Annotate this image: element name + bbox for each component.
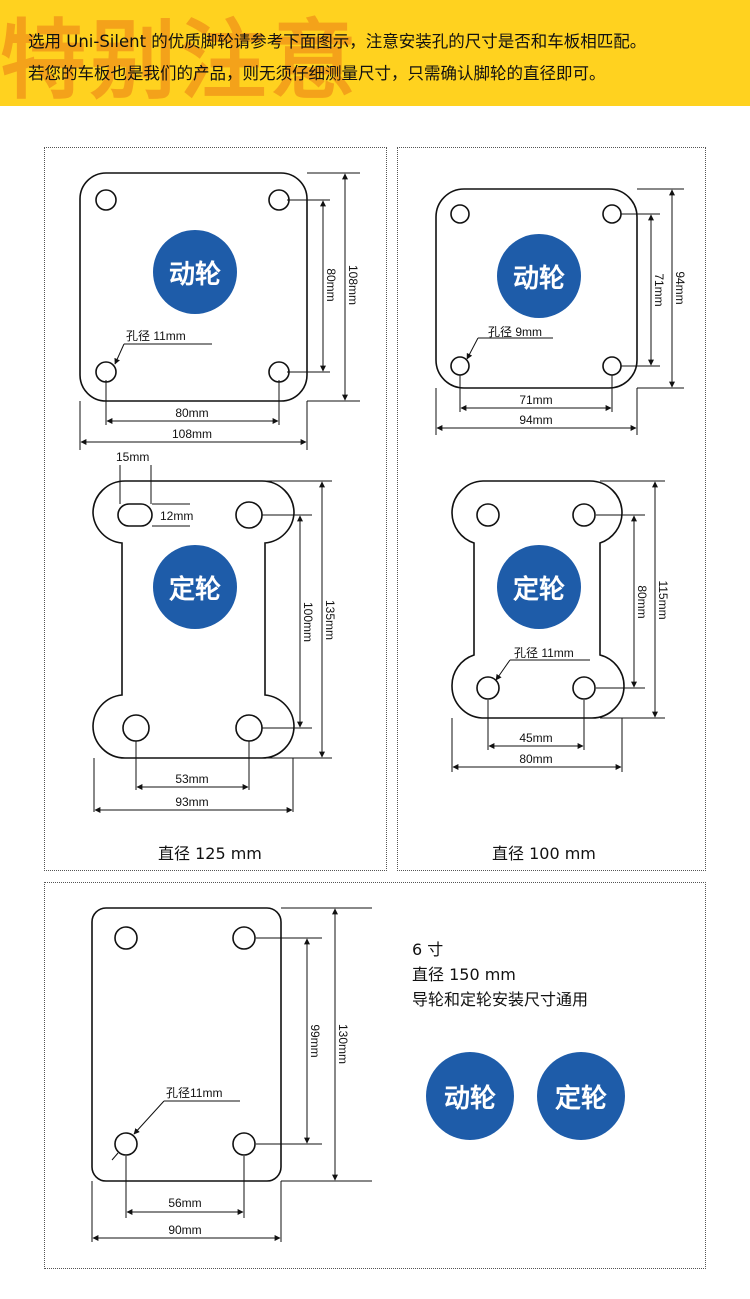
dim-label: 93mm (175, 795, 208, 809)
dim-label: 90mm (168, 1223, 201, 1237)
caption-100: 直径 100 mm (492, 844, 596, 863)
mount-hole (476, 503, 500, 527)
mount-hole (572, 503, 596, 527)
dim-label: 94mm (519, 413, 552, 427)
dim-label: 99mm (308, 1024, 322, 1057)
dim-label: 71mm (652, 273, 666, 306)
swivel-badge-125: 动轮 (153, 230, 237, 314)
dim-label: 15mm (116, 450, 149, 464)
fixed-badge-125: 定轮 (153, 545, 237, 629)
mount-hole (572, 676, 596, 700)
plate-150 (91, 907, 282, 1182)
hole-label: 孔径 9mm (488, 325, 542, 339)
dim-label: 53mm (175, 772, 208, 786)
dim-label: 80mm (324, 268, 338, 301)
slot-hole (117, 503, 153, 527)
header-banner: 特别注意 选用 Uni-Silent 的优质脚轮请参考下面图示，注意安装孔的尺寸… (0, 0, 750, 106)
hole-label: 孔径 11mm (126, 329, 186, 343)
mount-hole (232, 1132, 256, 1156)
dim-label: 80mm (175, 406, 208, 420)
mount-hole (450, 204, 470, 224)
hole-label: 孔径11mm (166, 1086, 222, 1100)
swivel-badge-150: 动轮 (426, 1052, 514, 1140)
dim-label: 56mm (168, 1196, 201, 1210)
watermark-text: 特别注意 (0, 11, 360, 106)
dim-label: 135mm (323, 600, 337, 640)
mount-hole (114, 926, 138, 950)
dim-label: 94mm (673, 271, 687, 304)
caption-125: 直径 125 mm (158, 844, 262, 863)
mount-hole (476, 676, 500, 700)
mount-hole (114, 1132, 138, 1156)
notice-line-2: 若您的车板也是我们的产品，则无须仔细测量尺寸，只需确认脚轮的直径即可。 (28, 64, 606, 83)
dim-label: 100mm (301, 602, 315, 642)
compat-note: 导轮和定轮安装尺寸通用 (412, 990, 589, 1009)
diameter-note: 直径 150 mm (412, 965, 516, 984)
panel-125mm (44, 147, 387, 871)
dim-label: 115mm (656, 580, 670, 619)
panel-100mm (397, 147, 706, 871)
notice-line-1: 选用 Uni-Silent 的优质脚轮请参考下面图示，注意安装孔的尺寸是否和车板… (28, 32, 647, 51)
mount-hole (95, 189, 117, 211)
dim-label: 80mm (635, 585, 649, 618)
panel-150mm (44, 882, 706, 1269)
dim-label: 130mm (336, 1024, 350, 1064)
swivel-badge-100: 动轮 (497, 234, 581, 318)
dim-label: 108mm (172, 427, 212, 441)
dim-label: 80mm (519, 752, 552, 766)
dim-label: 108mm (346, 265, 360, 305)
dim-label: 45mm (519, 731, 552, 745)
fixed-badge-100: 定轮 (497, 545, 581, 629)
dim-label: 71mm (519, 393, 552, 407)
mount-hole (232, 926, 256, 950)
hole-label: 孔径 11mm (514, 646, 574, 660)
fixed-badge-150: 定轮 (537, 1052, 625, 1140)
size-note: 6 寸 (412, 940, 444, 959)
dim-label: 12mm (160, 509, 193, 523)
